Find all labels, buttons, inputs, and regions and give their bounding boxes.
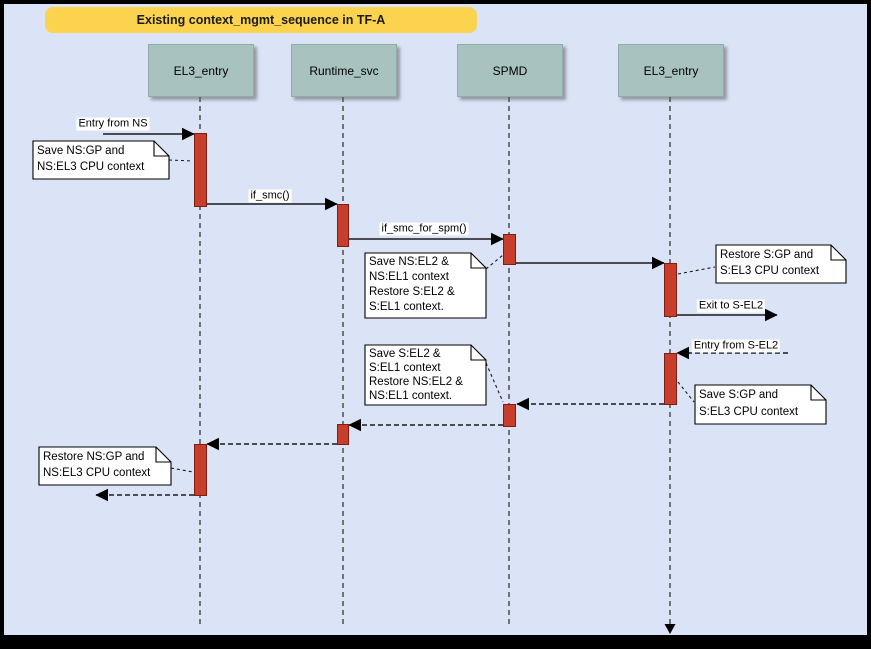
note-connector-5 xyxy=(170,467,194,473)
note-text-4: Save S:GP and S:EL3 CPU context xyxy=(699,389,799,418)
note-fold-icon-3 xyxy=(470,345,486,361)
note-shape-1 xyxy=(364,252,487,319)
note-text-3: Save S:EL2 & S:EL1 context Restore NS:EL… xyxy=(369,348,463,402)
note-fold-icon-5 xyxy=(155,447,171,463)
note-shape-2 xyxy=(715,244,847,284)
activation-bar-7 xyxy=(194,444,207,496)
participant-label: EL3_entry xyxy=(643,63,699,78)
activation-bar-3 xyxy=(664,263,677,317)
activation-bar-4 xyxy=(664,353,677,405)
participant-runtime_svc-1: Runtime_svc xyxy=(291,44,397,97)
note-shape-5 xyxy=(38,446,172,486)
message-label-1: if_smc() xyxy=(248,189,292,203)
note-connector-3 xyxy=(485,362,504,403)
lifeline-end-arrow-icon xyxy=(664,624,676,634)
note-connector-1 xyxy=(485,254,504,270)
diagram-title: Existing context_mgmt_sequence in TF-A xyxy=(45,7,477,33)
note-text-1: Save NS:EL2 & NS:EL1 context Restore S:E… xyxy=(369,256,455,313)
note-connector-0 xyxy=(168,159,194,162)
note-shape-0 xyxy=(32,140,170,180)
note-text-0: Save NS:GP and NS:EL3 CPU context xyxy=(37,145,145,173)
note-text-5: Restore NS:GP and NS:EL3 CPU context xyxy=(43,451,151,479)
participant-el3_entry-0: EL3_entry xyxy=(148,44,254,97)
activation-bar-6 xyxy=(337,424,349,445)
note-fold-icon-4 xyxy=(810,385,826,401)
note-text-2: Restore S:GP and S:EL3 CPU context xyxy=(720,249,820,277)
note-shape-4 xyxy=(694,384,827,425)
message-label-5: Entry from S-EL2 xyxy=(691,339,781,353)
note-connector-2 xyxy=(677,266,716,275)
note-fold-icon-2 xyxy=(830,245,846,261)
activation-bar-0 xyxy=(194,133,207,207)
activation-bar-2 xyxy=(503,234,516,265)
note-fold-icon-1 xyxy=(470,253,486,269)
participant-label: EL3_entry xyxy=(173,63,229,78)
message-label-0: Entry from NS xyxy=(76,117,150,131)
message-label-4: Exit to S-EL2 xyxy=(696,299,766,313)
note-connector-4 xyxy=(677,381,695,403)
diagram-background xyxy=(4,4,867,635)
activation-bar-5 xyxy=(503,404,516,427)
note-shape-3 xyxy=(364,344,487,406)
activation-bar-1 xyxy=(337,204,349,247)
note-fold-icon-0 xyxy=(153,141,169,157)
message-label-2: if_smc_for_spm() xyxy=(379,222,469,236)
participant-label: Runtime_svc xyxy=(309,63,379,78)
participant-label: SPMD xyxy=(492,63,528,78)
participant-spmd-2: SPMD xyxy=(457,44,563,97)
participant-el3_entry-3: EL3_entry xyxy=(618,44,724,97)
